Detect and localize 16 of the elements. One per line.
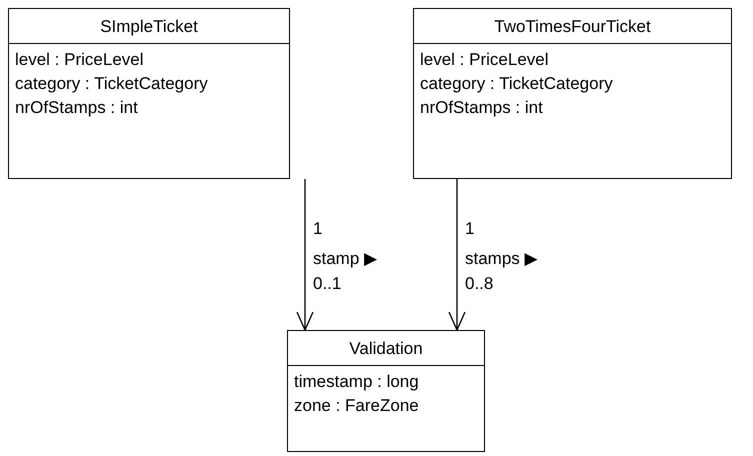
attribute-text: category : TicketCategory	[15, 74, 208, 93]
association-arrow	[448, 179, 466, 331]
class-box	[287, 330, 485, 452]
class-name: TwoTimesFourTicket	[494, 17, 651, 36]
class-name: Validation	[349, 339, 423, 358]
attribute-text: level : PriceLevel	[15, 50, 144, 69]
attribute-text: nrOfStamps : int	[15, 98, 138, 117]
association-arrow	[296, 179, 314, 331]
attribute-text: timestamp : long	[294, 372, 419, 391]
class-name: SImpleTicket	[100, 17, 198, 36]
attribute-text: zone : FareZone	[294, 396, 419, 415]
attribute-text: category : TicketCategory	[420, 74, 613, 93]
attribute-text: level : PriceLevel	[420, 50, 549, 69]
attribute-text: nrOfStamps : int	[420, 98, 543, 117]
class-box	[413, 8, 732, 179]
class-box	[8, 8, 290, 179]
